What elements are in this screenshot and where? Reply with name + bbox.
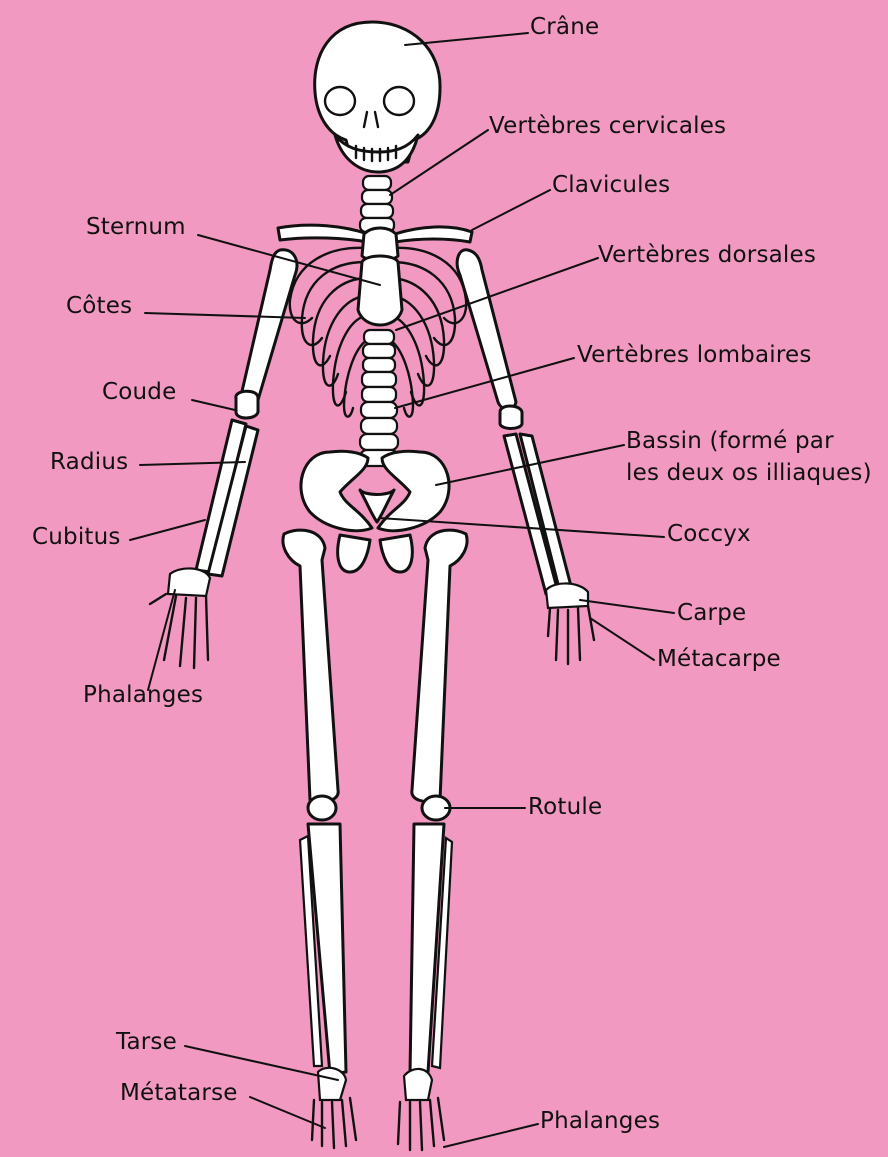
label-sternum: Sternum	[86, 212, 186, 242]
label-coude: Coude	[102, 377, 176, 407]
cervical-vertebrae	[360, 176, 394, 232]
spine	[360, 330, 398, 466]
label-rotule: Rotule	[528, 792, 602, 822]
sternum	[358, 228, 402, 325]
label-radius: Radius	[50, 447, 128, 477]
label-phalanges-hand: Phalanges	[83, 680, 203, 710]
label-cubitus: Cubitus	[32, 522, 121, 552]
label-metatarse: Métatarse	[120, 1078, 238, 1108]
label-phalanges-foot: Phalanges	[540, 1106, 660, 1136]
label-vertebres-cervicales: Vertèbres cervicales	[489, 111, 726, 141]
label-carpe: Carpe	[677, 598, 746, 628]
left-leg	[283, 530, 356, 1148]
label-tarse: Tarse	[116, 1027, 177, 1057]
label-bassin-line1: Bassin (formé par	[626, 426, 834, 456]
left-arm	[150, 250, 297, 668]
label-bassin-line2: les deux os illiaques)	[626, 458, 872, 488]
label-clavicules: Clavicules	[552, 170, 670, 200]
label-metacarpe: Métacarpe	[657, 644, 781, 674]
label-cotes: Côtes	[66, 291, 132, 321]
skull	[315, 22, 440, 172]
label-vertebres-dorsales: Vertèbres dorsales	[598, 240, 816, 270]
right-leg	[398, 530, 467, 1150]
leader-lines	[130, 33, 674, 1147]
label-vertebres-lombaires: Vertèbres lombaires	[577, 340, 812, 370]
label-coccyx: Coccyx	[667, 519, 751, 549]
right-arm	[457, 250, 594, 664]
label-crane: Crâne	[530, 12, 599, 42]
